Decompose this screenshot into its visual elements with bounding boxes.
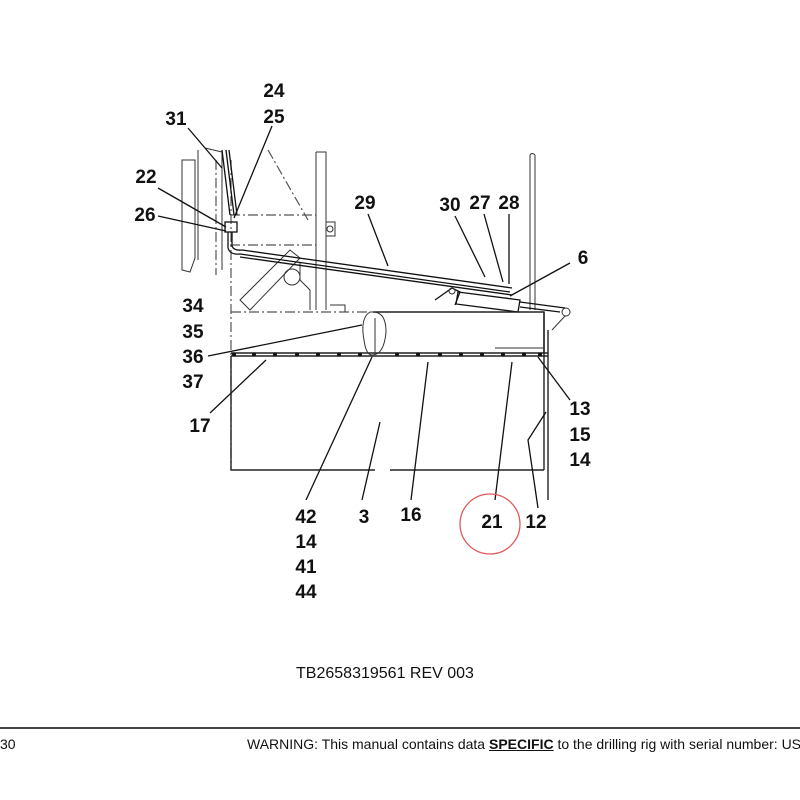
callout-30: 30 xyxy=(439,195,460,216)
highlight-circle xyxy=(459,493,521,555)
callout-37: 37 xyxy=(182,372,203,393)
callout-28: 28 xyxy=(498,193,519,214)
callout-26: 26 xyxy=(134,205,155,226)
callout-13: 13 xyxy=(569,399,590,420)
hose-assembly xyxy=(221,149,513,296)
callout-15: 15 xyxy=(569,425,591,446)
document-id: TB2658319561 REV 003 xyxy=(296,665,474,682)
callout-42: 42 xyxy=(295,507,316,528)
warning-suffix: to the drilling rig with serial number: … xyxy=(557,736,800,752)
callout-27: 27 xyxy=(469,193,490,214)
callout-14: 14 xyxy=(569,450,591,471)
callout-44: 44 xyxy=(295,582,317,603)
callout-24: 24 xyxy=(263,81,285,102)
callout-35: 35 xyxy=(182,322,204,343)
callout-17: 17 xyxy=(189,416,210,437)
callout-31: 31 xyxy=(165,109,187,130)
callout-22: 22 xyxy=(135,167,156,188)
callouts: 24 25 31 22 26 29 30 27 28 6 34 35 36 37… xyxy=(134,81,591,603)
callout-14: 14 xyxy=(295,532,317,553)
footer-divider xyxy=(0,727,800,729)
bolt-row xyxy=(232,352,542,357)
warning-emphasis: SPECIFIC xyxy=(489,736,554,752)
callout-41: 41 xyxy=(295,557,317,578)
callout-16: 16 xyxy=(400,505,421,526)
callout-21: 21 xyxy=(481,512,503,533)
callout-36: 36 xyxy=(182,347,203,368)
parts-diagram: 24 25 31 22 26 29 30 27 28 6 34 35 36 37… xyxy=(134,81,591,603)
callout-6: 6 xyxy=(578,248,589,269)
callout-29: 29 xyxy=(354,193,375,214)
warning-prefix: WARNING: This manual contains data xyxy=(247,736,489,752)
footer-warning: WARNING: This manual contains data SPECI… xyxy=(247,736,800,752)
upright-post xyxy=(529,153,536,310)
callout-25: 25 xyxy=(263,107,285,128)
callout-34: 34 xyxy=(182,296,204,317)
callout-12: 12 xyxy=(525,512,546,533)
tank-body xyxy=(230,311,549,500)
leader-lines xyxy=(157,125,571,509)
callout-3: 3 xyxy=(359,507,370,528)
page-number: 30 xyxy=(0,736,16,752)
